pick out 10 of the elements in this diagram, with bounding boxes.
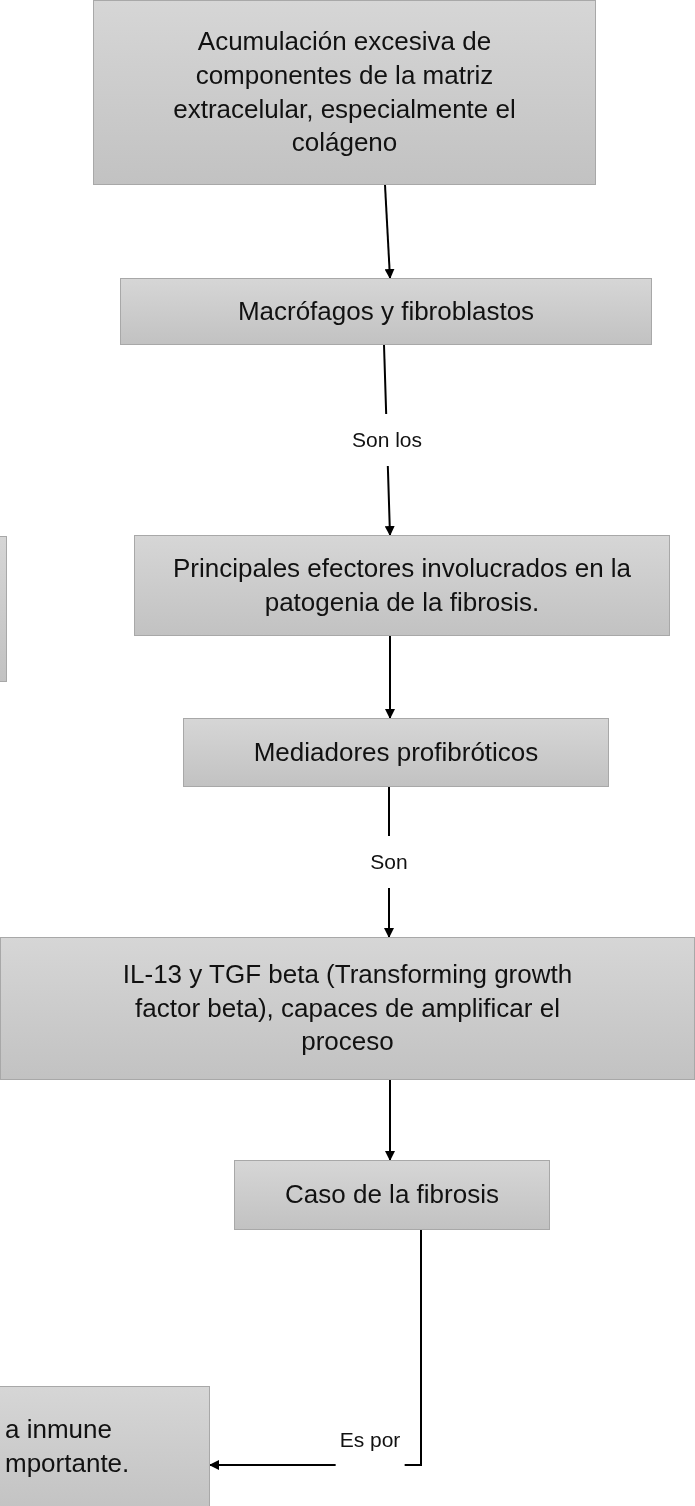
process-box: IL-13 y TGF beta (Transforming growth factor beta), capaces de amplificar el proceso	[0, 937, 695, 1080]
process-box: Acumulación excesiva de componentes de la matriz extracelular, especialmente el colágeno	[93, 0, 596, 185]
arrow	[384, 184, 395, 279]
arrow	[385, 635, 395, 719]
process-box: Mediadores profibróticos	[183, 718, 609, 787]
process-box: Caso de la fibrosis	[234, 1160, 550, 1230]
arrow	[385, 1079, 395, 1161]
process-box: Macrófagos y fibroblastos	[120, 278, 652, 345]
process-box: Principales efectores involucrados en la patogenia de la fibrosis.	[134, 535, 670, 636]
process-box: a inmune mportante.	[0, 1386, 210, 1506]
